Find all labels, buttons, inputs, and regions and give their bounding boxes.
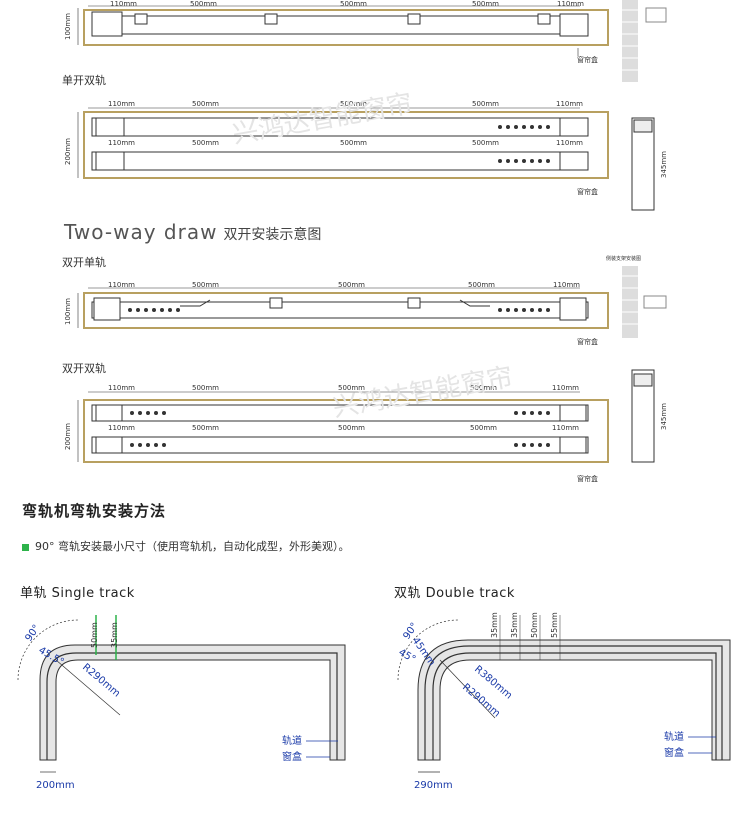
brick-wall: [622, 266, 667, 338]
one-way-single-track: 110mm 500mm 500mm 500mm 110mm 100mm 窗帘盒: [64, 0, 667, 82]
dim-label: 35mm: [490, 612, 499, 638]
section-title: 双开双轨: [62, 362, 106, 375]
bend-note: 90° 弯轨安装最小尺寸（使用弯轨机，自动化成型，外形美观）。: [22, 538, 350, 554]
dim-label: 35mm: [510, 612, 519, 638]
dim-label: 500mm: [192, 424, 219, 432]
double-track-title: 双轨 Double track: [394, 586, 515, 601]
bend-note-text: 90° 弯轨安装最小尺寸（使用弯轨机，自动化成型，外形美观）。: [35, 540, 350, 553]
track: [91, 15, 589, 35]
track-label: 轨道: [282, 734, 302, 747]
brick-wall: [622, 0, 667, 82]
dim-label: 110mm: [556, 100, 583, 108]
bend-heading: 弯轨机弯轨安装方法: [22, 502, 167, 520]
two-way-single-track: 110mm 500mm 500mm 500mm 110mm 100mm 窗帘盒 …: [64, 255, 667, 346]
watermark: 兴鸿达智能窗帘: [331, 362, 515, 423]
track-label: 轨道: [664, 730, 684, 743]
dim-35: 35mm: [110, 622, 119, 648]
angle-label: 90°: [23, 623, 42, 644]
track-back: [91, 436, 589, 454]
curtain-box-outline: [83, 292, 609, 329]
bracket: [537, 13, 551, 25]
dim-label: 500mm: [192, 384, 219, 392]
side-elevation: [631, 117, 655, 211]
side-caption: 侧装支架安装图: [606, 255, 641, 262]
side-height-label: 345mm: [660, 403, 668, 430]
dim-label: 110mm: [108, 424, 135, 432]
radius-label: R290mm: [80, 662, 122, 700]
dim-label: 500mm: [472, 139, 499, 147]
dim-label: 110mm: [110, 0, 137, 8]
dim-label: 110mm: [552, 424, 579, 432]
green-bullet-icon: [22, 543, 29, 551]
dim-label: 500mm: [338, 384, 365, 392]
dim-label: 500mm: [192, 100, 219, 108]
dim-label: 110mm: [552, 384, 579, 392]
end-cap: [91, 11, 123, 37]
dim-label: 500mm: [468, 281, 495, 289]
bend-double-track: 35mm 35mm 50mm 55mm 90° 45° 45mm R380mm …: [397, 612, 731, 791]
dim-label: 110mm: [553, 281, 580, 289]
watermark: 兴鸿达智能窗帘: [230, 89, 414, 150]
angle2-label: 45°: [397, 647, 418, 665]
dim-label: 55mm: [550, 612, 559, 638]
dim-label: 500mm: [340, 100, 367, 108]
bracket: [134, 13, 148, 25]
dim-label: 500mm: [192, 139, 219, 147]
dim-label: 110mm: [108, 139, 135, 147]
curtain-box-label: 窗帘盒: [577, 187, 598, 196]
dim-label: 110mm: [108, 281, 135, 289]
curtain-box-outline: [83, 399, 609, 463]
bend-box: [417, 639, 731, 761]
dim-label: 500mm: [472, 100, 499, 108]
bottom-dim: 290mm: [414, 780, 453, 791]
bend-single-track: 50mm 35mm 90° 45.5° R290mm 200mm 轨道 窗盒: [17, 615, 346, 791]
bend-track: [46, 652, 338, 760]
bend-box: [39, 644, 346, 761]
curtain-box-outline: [83, 9, 609, 46]
curtain-box-outline: [83, 111, 609, 179]
dim-label: 500mm: [340, 0, 367, 8]
curtain-box-label: 窗帘盒: [577, 55, 598, 64]
section-title: 单开双轨: [62, 74, 106, 87]
two-way-title-en: Two-way draw: [64, 220, 218, 244]
two-way-title-cn: 双开安装示意图: [223, 227, 322, 243]
side-height-label: 345mm: [660, 151, 668, 178]
dim-label: 110mm: [556, 139, 583, 147]
bracket: [264, 13, 278, 25]
dim-label: 110mm: [108, 100, 135, 108]
track-front: [91, 404, 589, 422]
side-elevation: [631, 369, 655, 463]
height-label: 200mm: [64, 138, 72, 165]
dim-50: 50mm: [90, 622, 99, 648]
dim-label: 500mm: [190, 0, 217, 8]
box-label: 窗盒: [282, 750, 302, 763]
bracket: [407, 13, 421, 25]
curtain-box-label: 窗帘盒: [577, 474, 598, 483]
two-way-heading: Two-way draw 双开安装示意图: [64, 220, 321, 244]
dim-label: 110mm: [557, 0, 584, 8]
track-back: [91, 151, 589, 171]
dim-label: 500mm: [470, 424, 497, 432]
single-track-title: 单轨 Single track: [20, 586, 135, 601]
height-label: 100mm: [64, 298, 72, 325]
height-label: 100mm: [64, 13, 72, 40]
dim-label: 110mm: [108, 384, 135, 392]
dim-label: 50mm: [530, 612, 539, 638]
dim-label: 500mm: [338, 424, 365, 432]
box-label: 窗盒: [664, 746, 684, 759]
bottom-dim: 200mm: [36, 780, 75, 791]
section-title: 双开单轨: [62, 256, 106, 269]
motor: [559, 13, 589, 37]
dim-label: 500mm: [338, 281, 365, 289]
dim-label: 500mm: [470, 384, 497, 392]
track: [91, 301, 589, 319]
height-label: 200mm: [64, 423, 72, 450]
dim-label: 500mm: [192, 281, 219, 289]
one-way-double-track: 110mm 500mm 500mm 500mm 110mm 110mm 500m…: [64, 100, 668, 211]
dim-label: 500mm: [340, 139, 367, 147]
dim-label: 500mm: [472, 0, 499, 8]
curtain-box-label: 窗帘盒: [577, 337, 598, 346]
two-way-double-track: 110mm 500mm 500mm 500mm 110mm 110mm 500m…: [64, 369, 668, 483]
